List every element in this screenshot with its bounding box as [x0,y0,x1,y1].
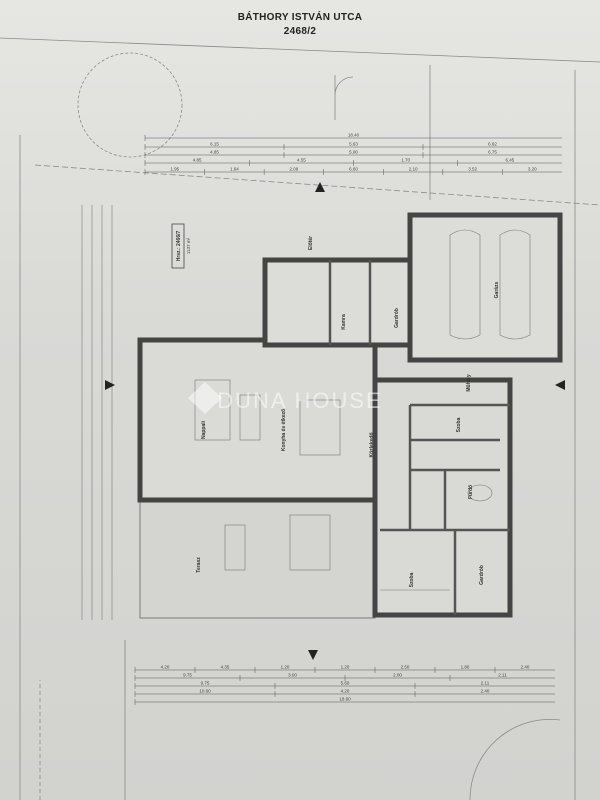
dimension-label: 9.75 [201,681,210,686]
dimension-label: 6.15 [210,142,219,147]
dimension-label: 18.40 [348,133,360,138]
dimension-label: 2.40 [481,689,490,694]
dimension-label: 10.60 [199,689,211,694]
dimension-label: 2.11 [498,673,507,678]
dimension-label: 1.20 [341,665,350,670]
lot-label: Hrsz.: 2466/7 1137 m² [171,223,191,269]
dimension-label: 18.60 [339,697,351,702]
dimension-label: 6.45 [505,158,514,163]
room-label: Közlekedő [369,432,375,457]
lot-boundary [0,37,600,800]
watermark: DUNA HOUSE [217,388,382,413]
dimension-label: 4.85 [210,150,219,155]
dimension-label: 5.00 [349,150,358,155]
dimension-label: 3.52 [468,167,477,172]
room-label: Szoba [409,572,415,587]
left-dimension-lines [81,205,113,620]
section-arrow-icon [315,182,325,192]
bedroom-wing [372,377,513,618]
dimension-label: 6.62 [488,142,497,147]
dimension-label: 1.70 [401,158,410,163]
svg-text:Hrsz.: 2466/7: Hrsz.: 2466/7 [176,230,182,261]
dimension-label: 1.95 [170,167,179,172]
dimension-label: 3.00 [288,673,297,678]
room-label: Nappali [201,420,207,439]
dimension-label: 2.09 [290,167,299,172]
dimension-lines: 18.40 6.15 5.63 6.62 4.85 5.00 6.75 4.85 4.55 1.7… [134,133,562,705]
svg-text:1137 m²: 1137 m² [186,237,191,254]
section-arrow-icon [105,380,115,390]
room-label: Gardrób [394,308,400,328]
dimension-label: 3.20 [528,167,537,172]
street-name: BÁTHORY ISTVÁN UTCA [238,10,363,23]
section-markers [105,182,565,660]
room-label: Konyha és étkező [281,409,287,451]
room-label: Szoba [456,417,462,432]
room-label: Kamra [341,314,347,330]
room-label: Garázs [494,281,500,298]
section-arrow-icon [308,650,318,660]
dimension-label: 5.60 [341,681,350,686]
dimension-label: 4.20 [161,665,170,670]
garage-block [407,212,563,363]
dimension-label: 4.35 [221,665,230,670]
room-label: Gardrób [479,565,485,585]
dimension-label: 6.75 [488,150,497,155]
dimension-label: 1.20 [281,665,290,670]
dimension-label: 1.80 [461,665,470,670]
dimension-label: 4.20 [341,689,350,694]
dimension-label: 4.55 [297,158,306,163]
room-label: Előtér [308,236,314,250]
watermark-logo-icon [188,382,222,414]
entrance-block [262,257,413,348]
room-label: Fürdő [468,485,474,499]
room-label: Műhely [466,374,472,391]
dimension-label: 4.85 [193,158,202,163]
room-label: Terasz [196,557,202,573]
dimension-label: 2.40 [521,665,530,670]
terrace-area [139,499,376,619]
dimension-label: 2.10 [409,167,418,172]
dimension-label: 2.00 [393,673,402,678]
dimension-label: 5.63 [349,142,358,147]
parcel-number: 2468/2 [284,26,317,37]
dimension-label: 6.60 [349,167,358,172]
living-block [137,337,378,503]
dimension-label: 9.75 [183,673,192,678]
dimension-label: 2.50 [401,665,410,670]
dimension-label: 2.11 [481,681,490,686]
building [137,212,563,619]
dimension-label: 1.64 [230,167,239,172]
section-arrow-icon [555,380,565,390]
